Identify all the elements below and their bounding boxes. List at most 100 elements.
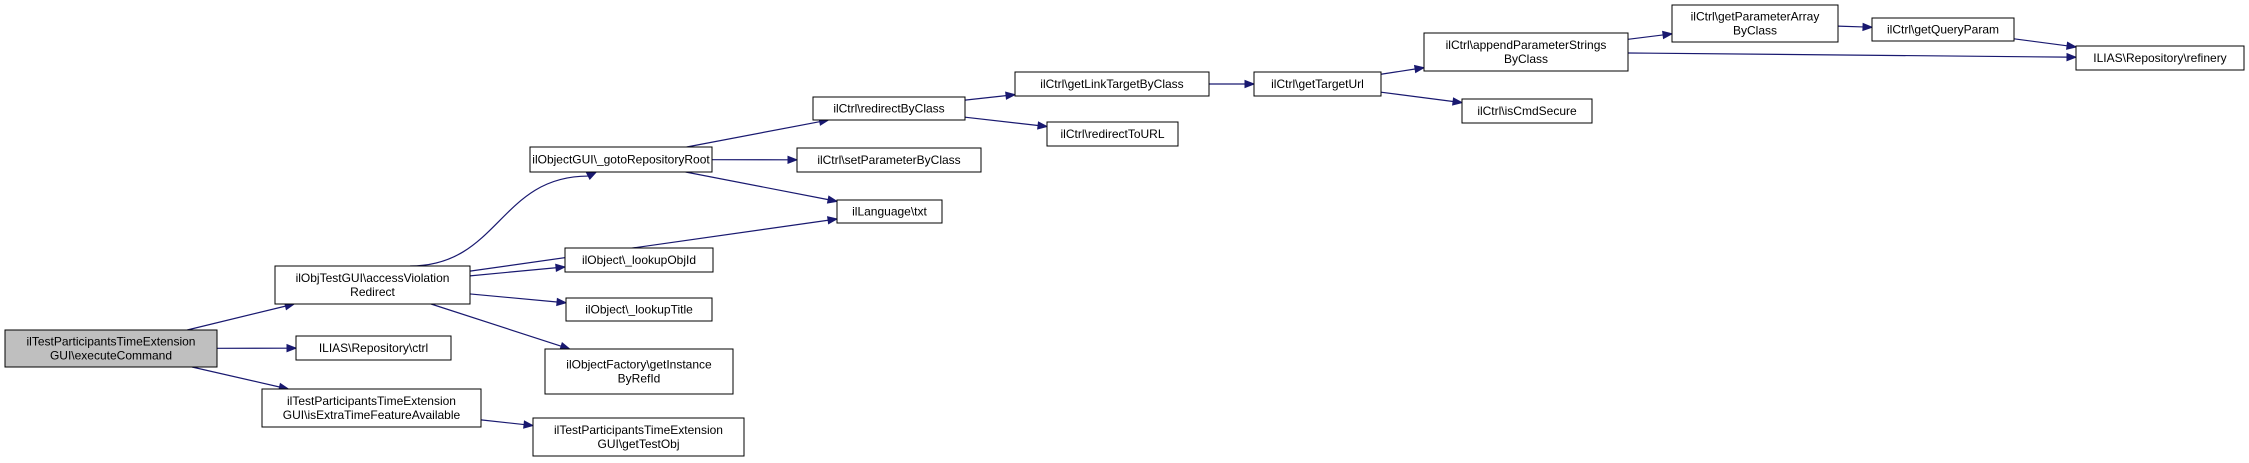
node-txt[interactable]: ilLanguage\txt: [836, 199, 943, 224]
node-box: [295, 335, 452, 361]
edge-append-param-to-refinery: [1627, 52, 2078, 62]
node-label: GUI\executeCommand: [50, 349, 172, 363]
node-get-test-obj[interactable]: ilTestParticipantsTimeExtensionGUI\getTe…: [532, 417, 745, 457]
node-label: ilCtrl\getTargetUrl: [1271, 77, 1364, 91]
node-label: ilTestParticipantsTimeExtension: [27, 335, 196, 349]
node-lookup-obj-id[interactable]: ilObject\_lookupObjId: [564, 247, 714, 273]
edge-root-to-is-extra-time: [191, 366, 290, 392]
node-refinery[interactable]: ILIAS\Repository\refinery: [2075, 45, 2245, 71]
node-box: [532, 417, 745, 457]
node-label: ilCtrl\getLinkTargetByClass: [1040, 77, 1183, 91]
edge-get-query-param-to-refinery: [2013, 38, 2078, 50]
node-get-link-target[interactable]: ilCtrl\getLinkTargetByClass: [1014, 71, 1210, 97]
node-label: ilTestParticipantsTimeExtension: [287, 394, 456, 408]
node-box: [274, 265, 471, 305]
node-redirect-by-class[interactable]: ilCtrl\redirectByClass: [812, 96, 966, 121]
edge-line: [2013, 38, 2068, 47]
arrowhead-icon: [523, 420, 535, 429]
arrowhead-icon: [1452, 97, 1464, 106]
edge-is-extra-time-to-get-test-obj: [480, 419, 535, 429]
node-get-query-param[interactable]: ilCtrl\getQueryParam: [1871, 17, 2015, 42]
edge-line: [410, 175, 589, 267]
node-label: ilCtrl\getParameterArray: [1691, 10, 1820, 24]
node-box: [1461, 98, 1593, 124]
node-set-param[interactable]: ilCtrl\setParameterByClass: [796, 147, 982, 173]
node-label: ilCtrl\redirectToURL: [1060, 127, 1164, 141]
edge-root-to-access-violation: [187, 302, 296, 331]
edge-get-target-url-to-append-param: [1380, 64, 1426, 75]
node-label: ilLanguage\txt: [852, 205, 927, 219]
arrowhead-icon: [826, 195, 839, 204]
node-goto-repo[interactable]: ilObjectGUI\_gotoRepositoryRoot: [529, 146, 713, 173]
arrowhead-icon: [1662, 30, 1674, 40]
node-get-target-url[interactable]: ilCtrl\getTargetUrl: [1253, 71, 1382, 97]
arrowhead-icon: [1413, 64, 1426, 74]
node-lookup-title[interactable]: ilObject\_lookupTitle: [565, 297, 713, 322]
node-box: [836, 199, 943, 224]
node-is-extra-time[interactable]: ilTestParticipantsTimeExtensionGUI\isExt…: [261, 388, 482, 428]
edges-layer: [187, 22, 2078, 429]
node-box: [1014, 71, 1210, 97]
edge-get-param-array-to-get-query-param: [1837, 22, 1874, 32]
edge-append-param-to-get-param-array: [1627, 30, 1674, 40]
node-label: GUI\isExtraTimeFeatureAvailable: [283, 408, 461, 422]
node-label: ByRefId: [618, 372, 661, 386]
edge-root-to-ctrl: [216, 343, 298, 353]
node-label: ilObject\_lookupTitle: [585, 303, 693, 317]
arrowhead-icon: [286, 343, 298, 353]
arrowhead-icon: [1244, 79, 1256, 89]
node-root[interactable]: ilTestParticipantsTimeExtensionGUI\execu…: [4, 329, 218, 368]
edge-line: [1837, 25, 1864, 28]
arrowhead-icon: [1862, 22, 1874, 32]
node-label: ilObject\_lookupObjId: [582, 253, 696, 267]
arrowhead-icon: [556, 297, 568, 307]
node-is-cmd-secure[interactable]: ilCtrl\isCmdSecure: [1461, 98, 1593, 124]
node-label: ILIAS\Repository\refinery: [2093, 51, 2226, 65]
edge-line: [1380, 68, 1416, 75]
edge-redirect-by-class-to-get-link-target: [964, 91, 1017, 101]
arrowhead-icon: [585, 171, 598, 181]
edge-line: [469, 293, 558, 303]
edge-access-violation-to-txt: [469, 216, 839, 272]
node-label: Redirect: [350, 285, 395, 299]
edge-redirect-by-class-to-redirect-to-url: [964, 116, 1049, 130]
edge-goto-repo-to-set-param: [711, 155, 799, 165]
node-box: [1871, 17, 2015, 42]
node-label: ilCtrl\setParameterByClass: [817, 153, 960, 167]
edge-line: [964, 116, 1039, 127]
node-box: [1671, 4, 1839, 43]
edge-get-target-url-to-is-cmd-secure: [1380, 91, 1464, 106]
node-redirect-to-url[interactable]: ilCtrl\redirectToURL: [1046, 121, 1179, 147]
node-label: ilObjectGUI\_gotoRepositoryRoot: [532, 153, 710, 167]
edge-line: [430, 303, 562, 347]
node-box: [1253, 71, 1382, 97]
edge-line: [964, 95, 1007, 101]
arrowhead-icon: [2066, 41, 2078, 50]
arrowhead-icon: [826, 216, 839, 225]
node-ctrl[interactable]: ILIAS\Repository\ctrl: [295, 335, 452, 361]
node-label: ilObjTestGUI\accessViolation: [296, 271, 450, 285]
edge-line: [469, 219, 829, 272]
node-box: [565, 297, 713, 322]
node-box: [529, 146, 713, 173]
node-label: ilCtrl\redirectByClass: [833, 102, 944, 116]
edge-line: [187, 305, 286, 331]
node-label: ilTestParticipantsTimeExtension: [554, 423, 723, 437]
arrowhead-icon: [787, 155, 799, 165]
edge-line: [480, 419, 525, 426]
node-box: [1046, 121, 1179, 147]
arrowhead-icon: [1005, 91, 1017, 100]
node-box: [544, 348, 734, 395]
edge-line: [686, 121, 820, 148]
node-label: ILIAS\Repository\ctrl: [319, 341, 428, 355]
node-label: ilCtrl\isCmdSecure: [1477, 104, 1577, 118]
edge-line: [1627, 34, 1664, 40]
node-label: ilCtrl\appendParameterStrings: [1446, 38, 1607, 52]
node-box: [261, 388, 482, 428]
arrowhead-icon: [2066, 52, 2078, 62]
